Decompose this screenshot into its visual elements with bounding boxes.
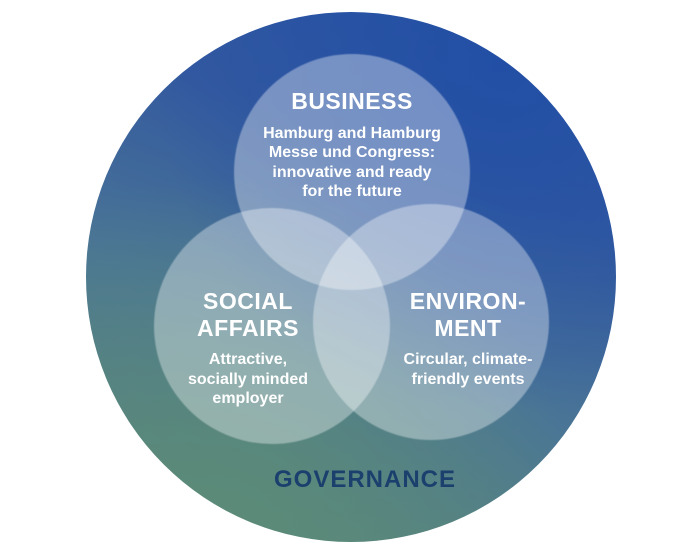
business-title: BUSINESS xyxy=(291,88,413,114)
social-affairs-description: Attractive, socially minded employer xyxy=(187,351,309,408)
business-description: Hamburg and Hamburg Messe und Congress: … xyxy=(263,124,441,201)
environment-circle xyxy=(313,204,549,440)
environment-label-group: ENVIRON- MENT Circular, climate- friendl… xyxy=(363,288,573,389)
business-circle xyxy=(234,54,470,290)
environment-title: ENVIRON- MENT xyxy=(409,288,527,341)
social-affairs-title: SOCIAL AFFAIRS xyxy=(197,288,299,341)
business-label-group: BUSINESS Hamburg and Hamburg Messe und C… xyxy=(227,88,477,202)
governance-label: GOVERNANCE xyxy=(273,466,457,493)
social-affairs-circle xyxy=(154,208,390,444)
outer-gradient-circle xyxy=(86,12,616,542)
environment-description: Circular, climate- friendly events xyxy=(403,351,533,388)
social-affairs-label-group: SOCIAL AFFAIRS Attractive, socially mind… xyxy=(148,288,348,409)
